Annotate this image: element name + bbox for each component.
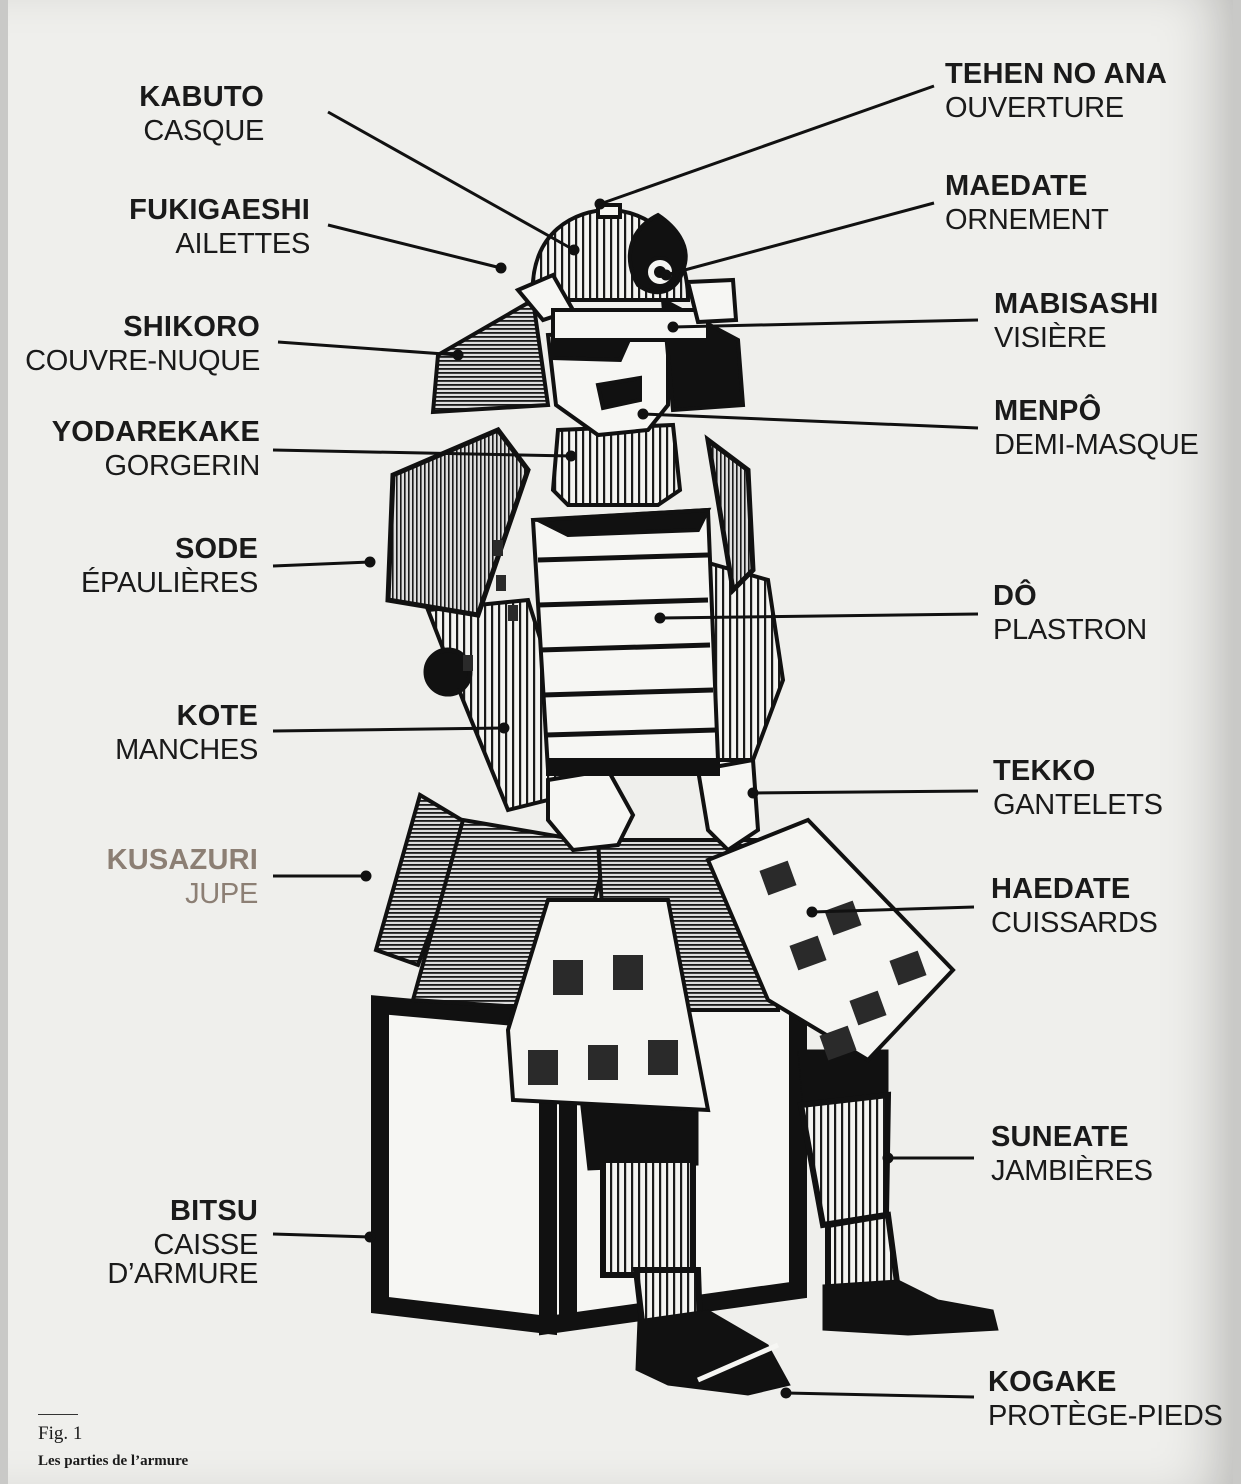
label-menpo-jp: MENPÔ xyxy=(994,397,1199,426)
label-kogake-jp: KOGAKE xyxy=(988,1368,1223,1397)
label-shikoro-fr: COUVRE-NUQUE xyxy=(25,347,260,376)
caption-rule xyxy=(38,1414,78,1415)
label-kote: KOTE MANCHES xyxy=(115,702,258,765)
label-kusazuri-fr: JUPE xyxy=(107,880,258,909)
label-do: DÔ PLASTRON xyxy=(993,582,1147,645)
label-mabisashi: MABISASHI VISIÈRE xyxy=(994,290,1159,353)
label-kusazuri: KUSAZURI JUPE xyxy=(107,846,258,909)
label-maedate: MAEDATE ORNEMENT xyxy=(945,172,1109,235)
label-yodarekake-fr: GORGERIN xyxy=(52,452,260,481)
label-menpo: MENPÔ DEMI-MASQUE xyxy=(994,397,1199,460)
label-kogake-fr: PROTÈGE-PIEDS xyxy=(988,1402,1223,1431)
label-suneate-fr: JAMBIÈRES xyxy=(991,1157,1153,1186)
label-suneate-jp: SUNEATE xyxy=(991,1123,1153,1152)
label-menpo-fr: DEMI-MASQUE xyxy=(994,431,1199,460)
label-tekko: TEKKO GANTELETS xyxy=(993,757,1163,820)
label-haedate: HAEDATE CUISSARDS xyxy=(991,875,1158,938)
label-do-jp: DÔ xyxy=(993,582,1147,611)
label-fukigaeshi: FUKIGAESHI AILETTES xyxy=(129,196,310,259)
do-breastplate xyxy=(533,510,718,774)
yodarekake-gorget xyxy=(553,425,680,505)
label-maedate-jp: MAEDATE xyxy=(945,172,1109,201)
label-haedate-fr: CUISSARDS xyxy=(991,909,1158,938)
label-tehen-no-ana-jp: TEHEN NO ANA xyxy=(945,60,1167,89)
label-tekko-fr: GANTELETS xyxy=(993,791,1163,820)
label-suneate: SUNEATE JAMBIÈRES xyxy=(991,1123,1153,1186)
label-yodarekake: YODAREKAKE GORGERIN xyxy=(52,418,260,481)
label-kabuto-jp: KABUTO xyxy=(139,83,264,112)
label-mabisashi-fr: VISIÈRE xyxy=(994,324,1159,353)
label-fukigaeshi-fr: AILETTES xyxy=(129,230,310,259)
book-page: KABUTO CASQUE FUKIGAESHI AILETTES SHIKOR… xyxy=(8,0,1233,1484)
label-kusazuri-jp: KUSAZURI xyxy=(107,846,258,875)
label-kabuto-fr: CASQUE xyxy=(139,117,264,146)
label-yodarekake-jp: YODAREKAKE xyxy=(52,418,260,447)
label-bitsu-fr: CAISSE D’ARMURE xyxy=(8,1231,258,1289)
label-sode: SODE ÉPAULIÈRES xyxy=(81,535,258,598)
figure-caption: Fig. 1 Les parties de l’armure xyxy=(38,1414,188,1470)
label-shikoro-jp: SHIKORO xyxy=(25,313,260,342)
label-kogake: KOGAKE PROTÈGE-PIEDS xyxy=(988,1368,1223,1431)
label-fukigaeshi-jp: FUKIGAESHI xyxy=(129,196,310,225)
label-shikoro: SHIKORO COUVRE-NUQUE xyxy=(25,313,260,376)
label-sode-fr: ÉPAULIÈRES xyxy=(81,569,258,598)
label-sode-jp: SODE xyxy=(81,535,258,564)
figure-title: Les parties de l’armure xyxy=(38,1453,188,1470)
helmet-and-mask xyxy=(433,205,743,435)
label-kote-fr: MANCHES xyxy=(115,736,258,765)
label-haedate-jp: HAEDATE xyxy=(991,875,1158,904)
label-mabisashi-jp: MABISASHI xyxy=(994,290,1159,319)
label-tehen-no-ana-fr: OUVERTURE xyxy=(945,94,1167,123)
label-bitsu: BITSU CAISSE D’ARMURE xyxy=(8,1197,258,1289)
label-do-fr: PLASTRON xyxy=(993,616,1147,645)
label-kote-jp: KOTE xyxy=(115,702,258,731)
figure-number: Fig. 1 xyxy=(38,1423,188,1445)
label-maedate-fr: ORNEMENT xyxy=(945,206,1109,235)
label-kabuto: KABUTO CASQUE xyxy=(139,83,264,146)
label-tekko-jp: TEKKO xyxy=(993,757,1163,786)
label-bitsu-jp: BITSU xyxy=(8,1197,258,1226)
label-tehen-no-ana: TEHEN NO ANA OUVERTURE xyxy=(945,60,1167,123)
